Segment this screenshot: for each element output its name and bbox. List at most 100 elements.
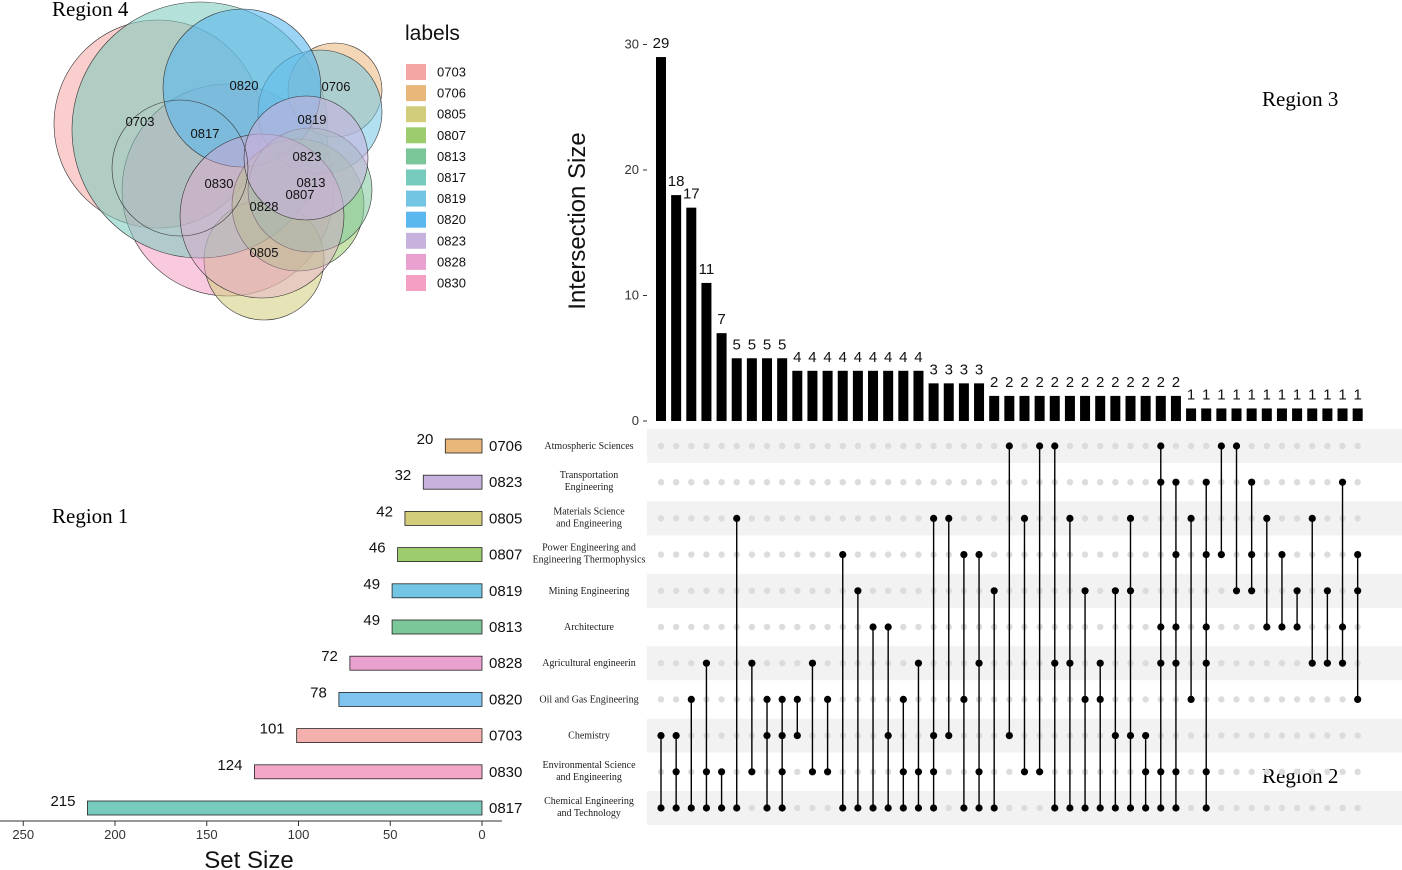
matrix-dot-filled — [1126, 514, 1135, 523]
matrix-dot-empty — [1021, 479, 1028, 486]
matrix-dot-empty — [1233, 623, 1240, 631]
matrix-dot-filled — [1338, 659, 1347, 667]
matrix-dot-empty — [703, 623, 710, 631]
matrix-dot-empty — [703, 551, 710, 558]
venn-label-0703: 0703 — [126, 114, 155, 129]
intersection-bar-label: 1 — [1338, 386, 1346, 403]
matrix-dot-empty — [869, 587, 877, 594]
matrix-dot-empty — [718, 479, 725, 486]
set-code-0817: 0817 — [489, 800, 522, 817]
matrix-dot-empty — [1142, 551, 1149, 558]
matrix-dot-empty — [960, 479, 968, 486]
matrix-dot-empty — [1263, 479, 1271, 486]
set-code-0805: 0805 — [489, 510, 522, 527]
legend-label-0807: 0807 — [437, 128, 466, 143]
matrix-dot-empty — [809, 515, 816, 522]
matrix-dot-empty — [748, 804, 756, 812]
intersection-bar-label: 1 — [1247, 386, 1255, 403]
venn-circle-0830-inner — [111, 99, 249, 237]
matrix-dot-filled — [1217, 442, 1225, 450]
matrix-dot-empty — [1006, 804, 1013, 812]
legend-swatch-0706 — [406, 85, 426, 102]
matrix-dot-empty — [794, 660, 801, 667]
matrix-dot-empty — [1278, 515, 1286, 522]
matrix-dot-empty — [945, 442, 952, 450]
matrix-dot-filled — [748, 768, 756, 776]
set-name-0819: Mining Engineering — [549, 586, 630, 597]
matrix-dot-empty — [688, 623, 695, 631]
matrix-dot-empty — [1187, 479, 1195, 486]
matrix-dot-empty — [1218, 623, 1225, 631]
matrix-dot-empty — [1218, 660, 1225, 667]
matrix-dot-filled — [748, 659, 756, 667]
matrix-dot-empty — [703, 515, 710, 522]
matrix-dot-empty — [915, 479, 922, 486]
matrix-dot-filled — [1066, 804, 1074, 812]
matrix-dot-filled — [1157, 442, 1165, 450]
matrix-dot-empty — [1218, 768, 1225, 775]
matrix-dot-empty — [1309, 479, 1316, 486]
intersection-bar-label: 5 — [748, 336, 756, 353]
matrix-dot-filled — [657, 732, 665, 740]
matrix-dot-empty — [1339, 442, 1346, 450]
matrix-dot-empty — [869, 551, 877, 558]
intersection-bar-label: 2 — [1066, 374, 1074, 391]
matrix-dot-empty — [657, 551, 665, 558]
intersection-bar — [1352, 408, 1363, 421]
matrix-dot-empty — [1081, 551, 1089, 558]
intersection-bar-label: 2 — [1005, 374, 1013, 391]
matrix-dot-filled — [869, 804, 877, 812]
matrix-dot-empty — [688, 479, 695, 486]
matrix-dot-filled — [1278, 551, 1286, 559]
matrix-dot-filled — [1202, 478, 1210, 486]
matrix-dot-empty — [884, 442, 892, 450]
matrix-dot-empty — [1248, 442, 1255, 450]
matrix-dot-filled — [702, 768, 711, 776]
legend-label-0819: 0819 — [437, 191, 466, 206]
matrix-dot-filled — [1338, 623, 1347, 631]
intersection-bar-label: 4 — [914, 349, 922, 366]
matrix-dot-filled — [1142, 768, 1150, 776]
matrix-dot-filled — [1081, 587, 1089, 595]
matrix-dot-empty — [1324, 804, 1331, 812]
venn-diagram — [53, 1, 383, 321]
legend-label-0805: 0805 — [437, 107, 466, 122]
intersection-bar — [1276, 408, 1287, 421]
matrix-dot-empty — [915, 442, 922, 450]
matrix-dot-empty — [1112, 479, 1119, 486]
matrix-dot-empty — [824, 551, 831, 558]
matrix-dot-empty — [1218, 587, 1225, 594]
venn-label-0830: 0830 — [205, 176, 234, 191]
intersection-bar-label: 2 — [1172, 374, 1180, 391]
matrix-dot-empty — [975, 479, 983, 486]
legend-swatch-0807 — [406, 127, 426, 144]
matrix-dot-empty — [1006, 768, 1013, 775]
intersection-bar-label: 18 — [668, 173, 685, 190]
intersection-bar — [868, 370, 879, 421]
matrix-dot-filled — [945, 732, 953, 740]
matrix-dot-empty — [748, 551, 756, 558]
legend-swatch-0823 — [406, 232, 426, 249]
matrix-dot-empty — [718, 442, 725, 450]
set-size-value: 46 — [369, 540, 386, 557]
intersection-bar-label: 2 — [1081, 374, 1089, 391]
set-bar-0820 — [338, 692, 483, 707]
matrix-dot-empty — [672, 696, 680, 703]
legend-swatch-0703 — [406, 64, 426, 80]
intersection-bar — [1095, 395, 1106, 421]
matrix-dot-empty — [1293, 732, 1301, 739]
set-name-0813: Architecture — [564, 622, 615, 633]
matrix-dot-empty — [794, 479, 801, 486]
matrix-dot-empty — [824, 479, 831, 486]
matrix-dot-filled — [1051, 659, 1059, 667]
matrix-dot-filled — [914, 659, 923, 667]
matrix-dot-empty — [1036, 804, 1043, 812]
matrix-dot-filled — [1217, 551, 1225, 559]
set-size-value: 78 — [310, 684, 327, 701]
matrix-dot-filled — [702, 659, 711, 667]
intersection-bar — [852, 370, 863, 421]
matrix-dot-empty — [1293, 479, 1301, 486]
matrix-dot-empty — [1233, 768, 1240, 775]
matrix-dot-empty — [900, 479, 907, 486]
